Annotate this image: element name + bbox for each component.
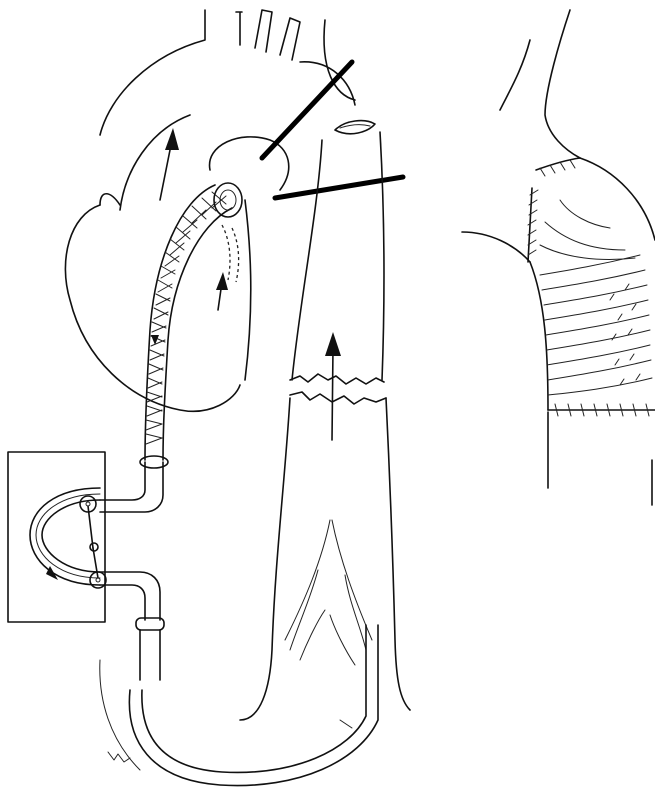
bypass-cannula	[140, 183, 242, 468]
up-arrow-arch	[165, 128, 179, 150]
heart	[65, 137, 288, 411]
artist-mark	[108, 752, 130, 762]
cannula-tip	[214, 183, 242, 217]
pump-housing	[8, 452, 105, 622]
graft-detail	[462, 10, 655, 505]
roller-pump	[8, 452, 164, 680]
aortic-arch	[100, 10, 355, 210]
return-tubing	[100, 625, 378, 786]
lower-clamp	[275, 177, 403, 198]
descending-aorta	[240, 121, 410, 720]
up-arrow-aorta	[325, 332, 341, 356]
upper-clamp	[262, 62, 352, 158]
up-arrow-heart	[216, 272, 228, 290]
